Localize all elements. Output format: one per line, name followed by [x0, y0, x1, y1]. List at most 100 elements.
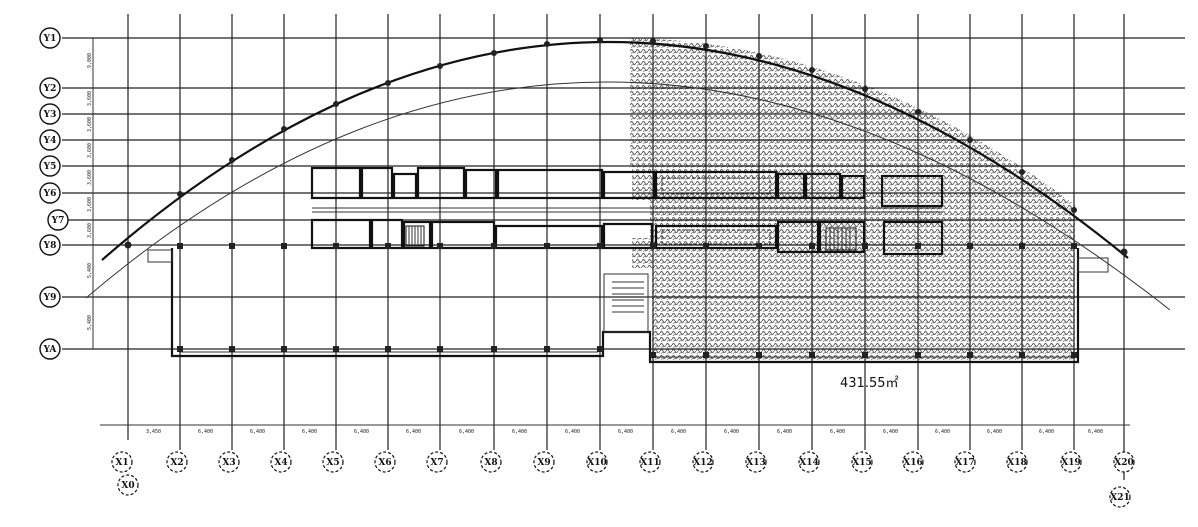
grid-bubble-x15: X15 [851, 451, 873, 473]
svg-text:Y3: Y3 [43, 110, 57, 120]
grid-bubble-x6: X6 [374, 451, 396, 473]
grid-bubble-x20: X20 [1113, 451, 1135, 473]
column-icon [124, 37, 1128, 358]
hatched-leased-area [630, 38, 1075, 362]
grid-bubble-x19: X19 [1060, 451, 1082, 473]
svg-text:X18: X18 [1007, 458, 1027, 468]
dimension-label: 6,400 [1039, 429, 1054, 435]
svg-text:Y6: Y6 [43, 189, 57, 199]
dimension-labels: 3,450 6,400 6,400 6,400 6,400 6,400 6,40… [146, 429, 1103, 435]
dimension-label: 6,400 [777, 429, 792, 435]
dimension-label: 6,400 [250, 429, 265, 435]
grid-bubble-x13: X13 [745, 451, 767, 473]
grid-bubble-y2: Y2 [39, 77, 61, 99]
dimension-label: 6,400 [565, 429, 580, 435]
grid-bubble-y5: Y5 [39, 155, 61, 177]
grid-bubble-x10: X10 [586, 451, 608, 473]
dimension-label: 3,600 [87, 91, 93, 106]
svg-text:Y5: Y5 [43, 162, 57, 172]
grid-bubble-x7: X7 [426, 451, 448, 473]
dimension-label: 3,600 [87, 143, 93, 158]
svg-text:X10: X10 [587, 458, 607, 468]
grid-bubble-y4: Y4 [39, 129, 61, 151]
svg-text:X8: X8 [484, 458, 497, 468]
dimension-label: 3,600 [87, 223, 93, 238]
stair-icon [612, 281, 644, 313]
horizontal-grid-lines [62, 37, 1185, 426]
dimension-label: 6,400 [198, 429, 213, 435]
grid-bubble-x4: X4 [270, 451, 292, 473]
svg-text:X17: X17 [955, 458, 975, 468]
stair-icon [825, 227, 857, 251]
dimension-label: 6,400 [1088, 429, 1103, 435]
dimension-label: 6,400 [671, 429, 686, 435]
svg-text:X1: X1 [115, 458, 128, 468]
svg-text:Y2: Y2 [43, 84, 57, 94]
svg-text:Y1: Y1 [43, 34, 57, 44]
dimension-label: 6,400 [987, 429, 1002, 435]
dimension-label: 6,400 [302, 429, 317, 435]
left-dimension-labels: 9,000 3,600 3,600 3,600 3,600 3,600 3,60… [87, 53, 93, 330]
svg-text:X12: X12 [693, 458, 713, 468]
row-grid-bubbles: Y1 Y2 Y3 Y4 Y5 Y6 Y7 Y8 [39, 27, 69, 360]
svg-text:X19: X19 [1061, 458, 1081, 468]
svg-text:X9: X9 [537, 458, 550, 468]
svg-text:X0: X0 [121, 481, 134, 491]
svg-text:X20: X20 [1114, 458, 1134, 468]
grid-bubble-x14: X14 [798, 451, 820, 473]
svg-text:Y7: Y7 [51, 216, 65, 226]
svg-text:Y4: Y4 [43, 136, 57, 146]
grid-bubble-y1: Y1 [39, 27, 61, 49]
stair-icon [405, 225, 425, 247]
grid-bubble-y9: Y9 [39, 286, 61, 308]
dimension-label: 3,600 [87, 197, 93, 212]
svg-text:X11: X11 [640, 458, 660, 468]
svg-text:X4: X4 [274, 458, 287, 468]
grid-bubble-x9: X9 [533, 451, 555, 473]
grid-bubble-x17: X17 [954, 451, 976, 473]
grid-bubble-x1: X1 [111, 451, 133, 473]
svg-text:X13: X13 [746, 458, 766, 468]
dimension-label: 3,600 [87, 117, 93, 132]
dimension-label: 3,450 [146, 429, 161, 435]
svg-text:X16: X16 [903, 458, 923, 468]
column-grid-bubbles: X0 X1 X2 X3 X4 X5 X6 X7 X8 X9 X10 X11 X1… [111, 451, 1135, 508]
dimension-label: 6,400 [512, 429, 527, 435]
roof-arc [85, 40, 1171, 311]
grid-bubble-x0: X0 [117, 474, 139, 496]
dimension-label: 6,400 [354, 429, 369, 435]
grid-bubble-x8: X8 [480, 451, 502, 473]
grid-bubble-x16: X16 [902, 451, 924, 473]
area-label: 431.55㎡ [840, 376, 899, 391]
dimension-label: 6,400 [724, 429, 739, 435]
svg-text:Y8: Y8 [43, 241, 57, 251]
svg-text:X15: X15 [852, 458, 872, 468]
grid-bubble-x3: X3 [218, 451, 240, 473]
svg-text:X21: X21 [1110, 493, 1130, 503]
grid-bubble-x11: X11 [639, 451, 661, 473]
dimension-label: 6,400 [935, 429, 950, 435]
grid-bubble-x5: X5 [322, 451, 344, 473]
grid-bubble-y6: Y6 [39, 182, 61, 204]
dimension-label: 9,000 [87, 53, 93, 68]
svg-text:X14: X14 [799, 458, 819, 468]
svg-text:YA: YA [43, 345, 58, 355]
dimension-label: 6,400 [406, 429, 421, 435]
dimension-label: 6,400 [883, 429, 898, 435]
grid-bubble-y3: Y3 [39, 103, 61, 125]
grid-bubble-x12: X12 [692, 451, 714, 473]
dimension-label: 5,400 [87, 263, 93, 278]
dimension-label: 5,400 [87, 315, 93, 330]
svg-text:X5: X5 [326, 458, 339, 468]
grid-bubble-x18: X18 [1006, 451, 1028, 473]
dimension-label: 3,600 [87, 170, 93, 185]
vertical-grid-lines [127, 14, 1125, 480]
dimension-label: 6,400 [830, 429, 845, 435]
dimension-label: 6,400 [459, 429, 474, 435]
svg-text:Y9: Y9 [43, 293, 57, 303]
grid-bubble-ya: YA [39, 338, 61, 360]
grid-bubble-x21: X21 [1109, 486, 1131, 508]
svg-text:X2: X2 [170, 458, 183, 468]
svg-text:X6: X6 [378, 458, 391, 468]
